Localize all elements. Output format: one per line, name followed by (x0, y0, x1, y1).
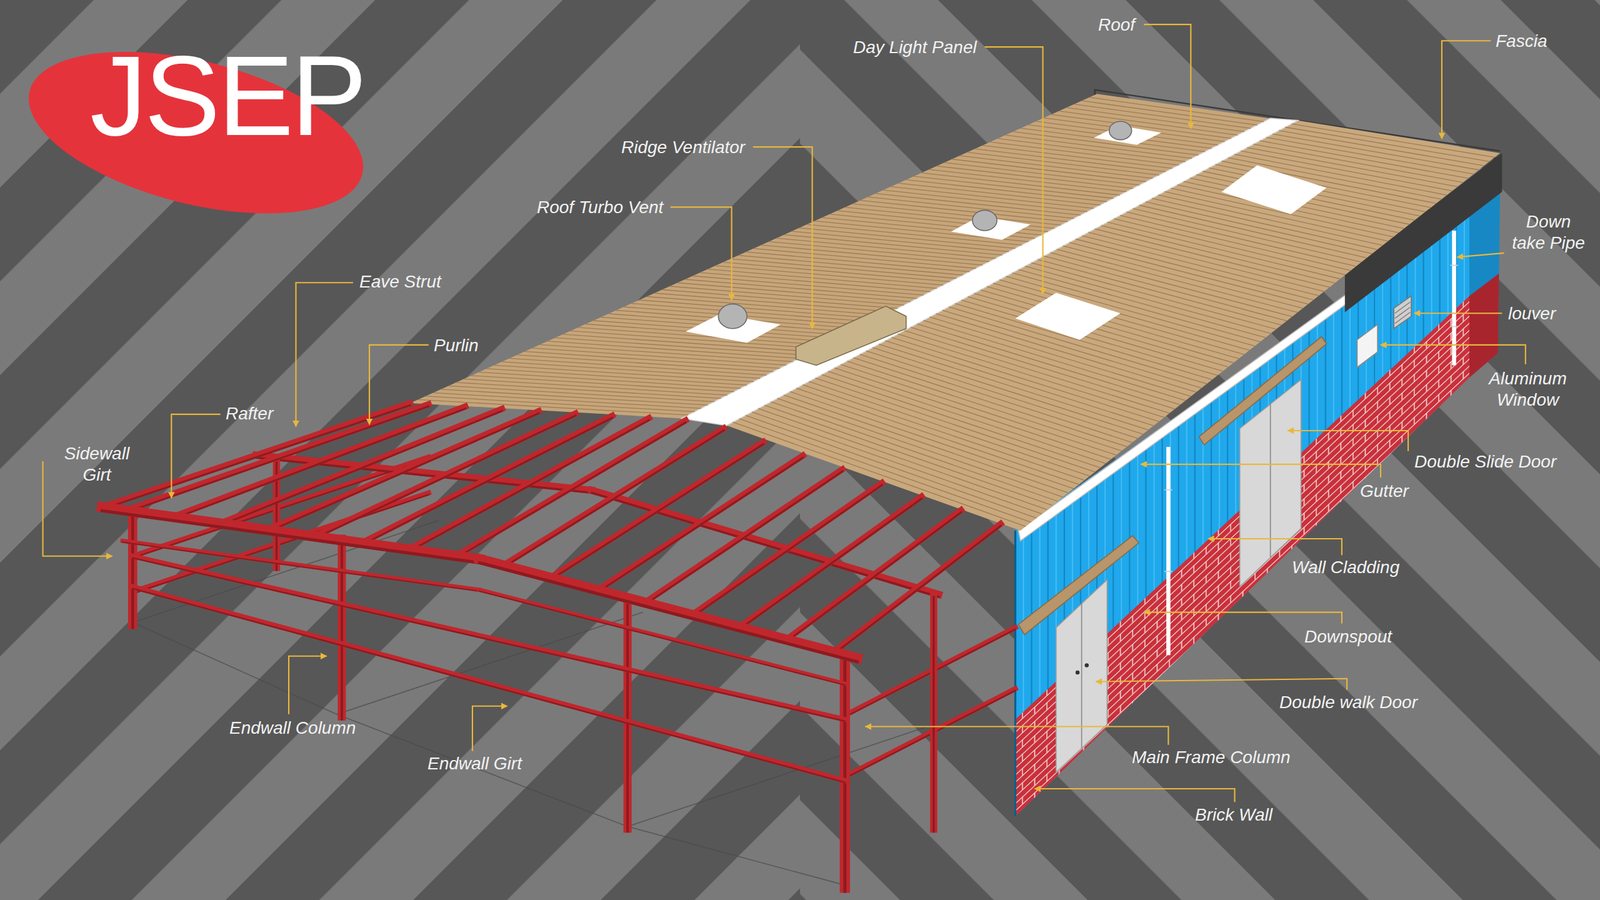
part-label: Day Light Panel (853, 36, 977, 59)
part-label: Sidewall Girt (56, 443, 138, 485)
part-label: Main Frame Column (1131, 746, 1291, 769)
part-label: Double walk Door (1279, 691, 1418, 714)
part-label: Double Slide Door (1414, 451, 1557, 473)
part-label: Roof (1098, 14, 1135, 36)
part-label: Fascia (1495, 30, 1547, 52)
part-label: Rafter (225, 403, 274, 425)
part-label: Gutter (1360, 480, 1409, 502)
part-label: Endwall Column (229, 717, 356, 739)
logo-text: JSEP (90, 38, 365, 153)
part-label: Purlin (433, 335, 479, 357)
part-label: Down take Pipe (1509, 211, 1588, 254)
part-label: Brick Wall (1195, 804, 1273, 826)
part-label: Eave Strut (359, 271, 442, 293)
part-label: Downspout (1304, 626, 1392, 648)
part-label: Aluminum Window (1482, 368, 1574, 410)
part-label: louver (1508, 303, 1556, 325)
part-label: Roof Turbo Vent (536, 196, 664, 219)
part-label: Wall Cladding (1291, 556, 1400, 579)
part-label: Ridge Ventilator (621, 136, 745, 159)
part-label: Endwall Girt (427, 753, 522, 775)
